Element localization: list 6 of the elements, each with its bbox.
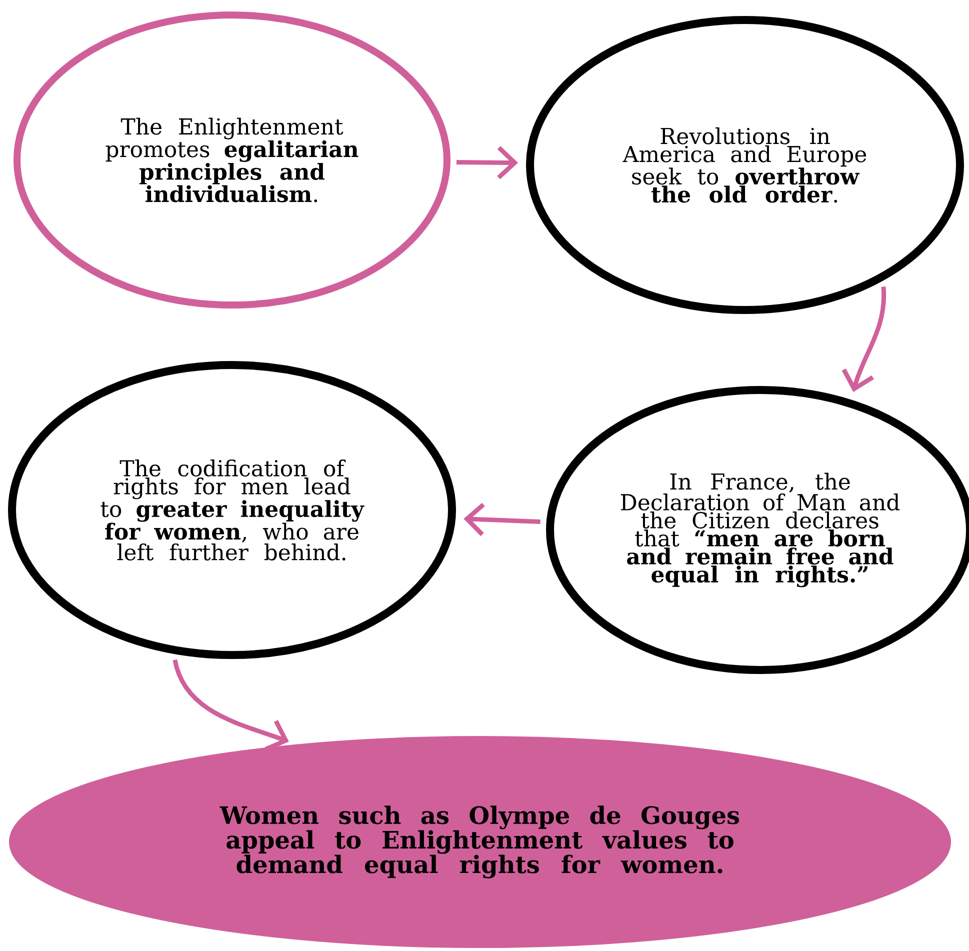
ellipse-bubble: The codification of rights for men lead to greater inequality for women, who are left further behind. <box>8 361 456 659</box>
arrow <box>842 286 886 392</box>
ellipse-bubble: In France, the Declaration of Man and the Citizen declares that “men are born and remain free and equal in rights.” <box>546 386 969 674</box>
ellipse-bubble: Revolutions in America and Europe seek to overthrow the old order. <box>526 16 964 314</box>
arrow <box>464 502 540 536</box>
ellipse-bubble: The Enlightenment promotes egalitarian principles and individualism. <box>14 12 450 308</box>
